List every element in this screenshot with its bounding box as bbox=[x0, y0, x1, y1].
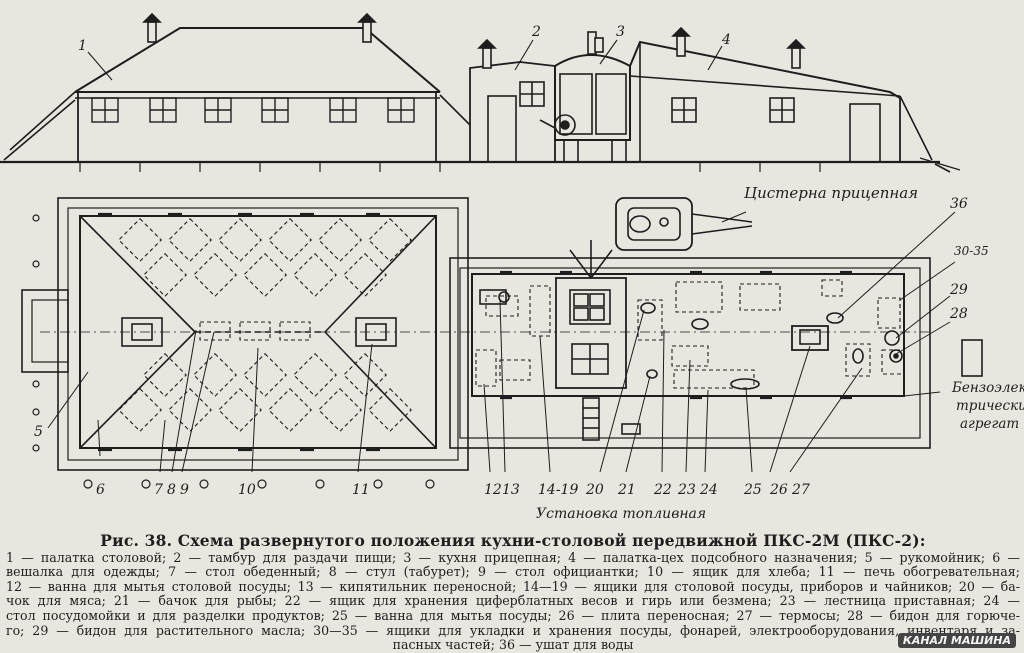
callout-23: 23 bbox=[678, 482, 696, 498]
legend-line: стол посудомойки и для разделки продукто… bbox=[6, 608, 1020, 623]
callout-10: 10 bbox=[238, 482, 256, 498]
fuel-unit-label: Установка топливная bbox=[536, 506, 707, 522]
callout-26: 26 bbox=[770, 482, 788, 498]
callout-4: 4 bbox=[722, 32, 731, 48]
callout-28: 28 bbox=[950, 306, 968, 322]
serving-vestibule bbox=[469, 38, 556, 163]
generator-drawing bbox=[961, 339, 983, 377]
callout-5: 5 bbox=[34, 424, 43, 440]
legend-line: го; 29 — бидон для растительного масла; … bbox=[6, 623, 1020, 638]
callout-25: 25 bbox=[744, 482, 762, 498]
callout-9: 9 bbox=[180, 482, 189, 498]
kitchen-trailer bbox=[539, 31, 631, 163]
generator-label-line1: Бензоэлек- bbox=[952, 380, 1024, 396]
diagram-drawing bbox=[0, 12, 983, 489]
legend-line: чок для мяса; 21 — бачок для рыбы; 22 — … bbox=[6, 594, 1020, 609]
callout-21: 21 bbox=[618, 482, 636, 498]
callout-1: 1 bbox=[78, 38, 87, 54]
generator-label-line2: трический bbox=[956, 398, 1024, 414]
dining-tent bbox=[3, 12, 471, 162]
figure-title: Рис. 38. Схема развернутого положения ку… bbox=[100, 531, 926, 550]
callout-14-19: 14-19 bbox=[538, 482, 579, 498]
callout-24: 24 bbox=[700, 482, 718, 498]
generator-label-line3: агрегат bbox=[960, 416, 1020, 432]
callout-29: 29 bbox=[950, 282, 968, 298]
legend-line: вешалка для одежды; 7 — стол обеденный; … bbox=[6, 565, 1020, 580]
plan-leader-lines bbox=[47, 211, 956, 473]
tent-stakes bbox=[79, 162, 821, 172]
callout-12: 12 bbox=[484, 482, 502, 498]
callout-11: 11 bbox=[352, 482, 370, 498]
callout-13: 13 bbox=[502, 482, 520, 498]
callout-3: 3 bbox=[616, 24, 625, 40]
callout-6: 6 bbox=[96, 482, 105, 498]
legend-line: 1 — палатка столовой; 2 — тамбур для раз… bbox=[6, 550, 1020, 565]
dining-tables bbox=[118, 218, 412, 432]
legend-line: пасных частей; 36 — ушат для воды bbox=[392, 638, 634, 653]
auxiliary-tent bbox=[629, 26, 933, 163]
figure-caption: Рис. 38. Схема развернутого положения ку… bbox=[6, 531, 1020, 653]
legend-line: 12 — ванна для мытья столовой посуды; 13… bbox=[6, 579, 1020, 594]
callout-20: 20 bbox=[586, 482, 604, 498]
tank-trailer-label: Цистерна прицепная bbox=[744, 184, 919, 202]
callout-8: 8 bbox=[167, 482, 176, 498]
callout-27: 27 bbox=[792, 482, 810, 498]
callout-36: 36 bbox=[950, 196, 968, 212]
callout-30-35: 30-35 bbox=[954, 244, 989, 258]
tent-windows bbox=[91, 97, 415, 123]
elevation-view bbox=[0, 12, 961, 173]
plan-view bbox=[21, 197, 983, 489]
tank-trailer-drawing bbox=[615, 197, 753, 251]
callout-2: 2 bbox=[532, 24, 541, 40]
callout-7: 7 bbox=[154, 482, 163, 498]
callout-22: 22 bbox=[654, 482, 672, 498]
channel-watermark: КАНАЛ МАШИНА bbox=[897, 633, 1016, 648]
